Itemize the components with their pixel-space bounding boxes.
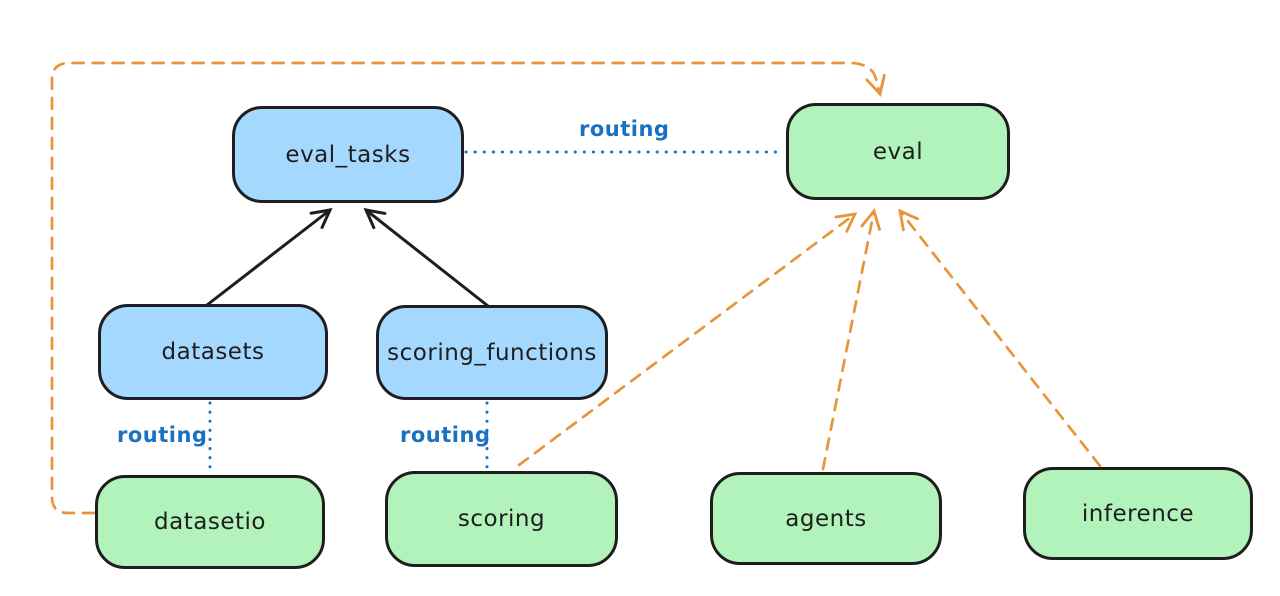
node-datasets: datasets	[98, 304, 328, 400]
edge-inference-to-eval	[898, 208, 1102, 468]
edge-label-routing-mid: routing	[400, 423, 491, 447]
node-agents: agents	[710, 472, 942, 565]
node-inference: inference	[1023, 467, 1253, 560]
node-eval: eval	[786, 103, 1010, 200]
node-scoring-label: scoring	[457, 506, 546, 532]
node-datasets-label: datasets	[161, 339, 265, 365]
edge-label-routing-top: routing	[579, 117, 670, 141]
edge-datasetio-to-eval	[50, 61, 886, 515]
node-eval-tasks-label: eval_tasks	[285, 141, 411, 168]
edge-datasets-to-evaltasks	[205, 208, 333, 307]
edge-scoring-to-eval	[517, 212, 858, 467]
node-inference-label: inference	[1081, 500, 1195, 527]
node-eval-tasks: eval_tasks	[232, 106, 464, 203]
node-eval-label: eval	[872, 138, 924, 165]
edge-agents-to-eval	[821, 208, 881, 471]
node-scoring-functions: scoring_functions	[376, 305, 608, 400]
edge-label-routing-left: routing	[117, 423, 208, 447]
edge-scoringfunctions-to-evaltasks	[363, 208, 490, 308]
node-scoring-functions-label: scoring_functions	[387, 339, 597, 366]
node-agents-label: agents	[785, 505, 867, 532]
node-scoring: scoring	[385, 471, 618, 567]
node-datasetio: datasetio	[95, 475, 325, 569]
node-datasetio-label: datasetio	[154, 509, 266, 535]
